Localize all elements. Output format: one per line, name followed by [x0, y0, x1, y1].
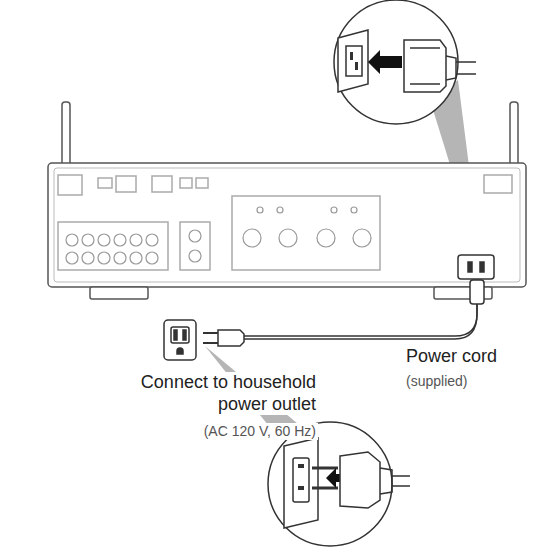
rca-jack — [146, 234, 158, 246]
rca-jack — [114, 234, 126, 246]
plug-callout — [340, 452, 380, 508]
rca-jack — [66, 230, 201, 264]
antenna — [62, 102, 70, 166]
speaker-terminal — [243, 207, 371, 247]
plug-callout — [380, 468, 410, 494]
antenna — [62, 102, 518, 166]
inlet-callout — [334, 0, 476, 124]
inlet-callout — [350, 52, 353, 60]
rca-jack — [66, 252, 78, 264]
inlet-callout — [410, 48, 456, 84]
amplifier-rear-panel — [58, 222, 168, 270]
inlet-callout — [355, 62, 358, 70]
speaker-terminal — [351, 207, 357, 213]
outlet-rating: (AC 120 V, 60 Hz) — [202, 423, 318, 440]
rca-jack — [114, 252, 126, 264]
ac-inlet — [458, 255, 494, 279]
power-cord — [240, 304, 477, 339]
power-cord — [218, 330, 244, 346]
antenna — [510, 102, 518, 166]
inlet-callout — [346, 46, 362, 76]
rca-jack — [82, 234, 94, 246]
amplifier-rear-panel — [48, 163, 526, 287]
cord-note: (supplied) — [404, 373, 469, 390]
amplifier-rear-panel — [54, 168, 520, 282]
wall-outlet — [164, 320, 196, 360]
power-cord — [203, 280, 484, 346]
rca-jack — [66, 234, 78, 246]
plug-callout — [284, 438, 318, 528]
speaker-terminal — [277, 207, 283, 213]
power-cord — [240, 304, 477, 336]
ac-inlet — [458, 255, 494, 279]
foot — [90, 287, 148, 299]
inlet-callout — [338, 30, 368, 92]
rca-jack — [146, 252, 158, 264]
wall-outlet — [164, 320, 196, 360]
wall-outlet — [174, 330, 177, 340]
amplifier-rear-panel — [232, 196, 380, 270]
plug-callout — [268, 422, 392, 546]
speaker-terminal — [243, 229, 261, 247]
plug-callout — [298, 486, 304, 490]
wall-outlet — [183, 330, 186, 340]
rca-jack — [82, 252, 94, 264]
speaker-terminal — [353, 229, 371, 247]
inlet-callout — [334, 0, 458, 124]
amplifier-rear-panel — [48, 163, 526, 287]
speaker-terminal — [317, 229, 335, 247]
wall-outlet — [171, 327, 189, 343]
amplifier-rear-panel — [152, 176, 172, 192]
amplifier-rear-panel — [116, 176, 136, 192]
power-cord — [470, 280, 484, 304]
ac-inlet — [468, 262, 472, 272]
speaker-terminal — [257, 207, 263, 213]
rca-jack — [98, 252, 110, 264]
amplifier-rear-panel — [484, 175, 512, 193]
amplifier-rear-panel — [180, 178, 192, 188]
foot — [90, 287, 492, 299]
rca-jack — [130, 234, 142, 246]
rca-jack — [189, 230, 201, 242]
rca-jack — [98, 234, 110, 246]
amplifier-rear-panel — [196, 178, 208, 188]
amplifier-rear-panel — [98, 178, 112, 188]
inlet-callout — [456, 62, 476, 74]
plug-callout — [298, 464, 304, 468]
rca-jack — [189, 250, 201, 262]
cord-label: Power cord — [404, 346, 499, 368]
rca-jack — [130, 252, 142, 264]
ac-inlet — [480, 262, 484, 272]
power-cord — [203, 333, 218, 343]
amplifier-rear-panel — [180, 222, 210, 270]
plug-callout — [268, 422, 410, 546]
speaker-terminal — [279, 229, 297, 247]
amplifier-rear-panel — [58, 175, 82, 195]
speaker-terminal — [331, 207, 337, 213]
plug-callout — [293, 458, 309, 502]
inlet-callout — [368, 50, 402, 74]
outlet-label: Connect to household power outlet — [124, 372, 318, 415]
wall-outlet — [177, 348, 183, 354]
